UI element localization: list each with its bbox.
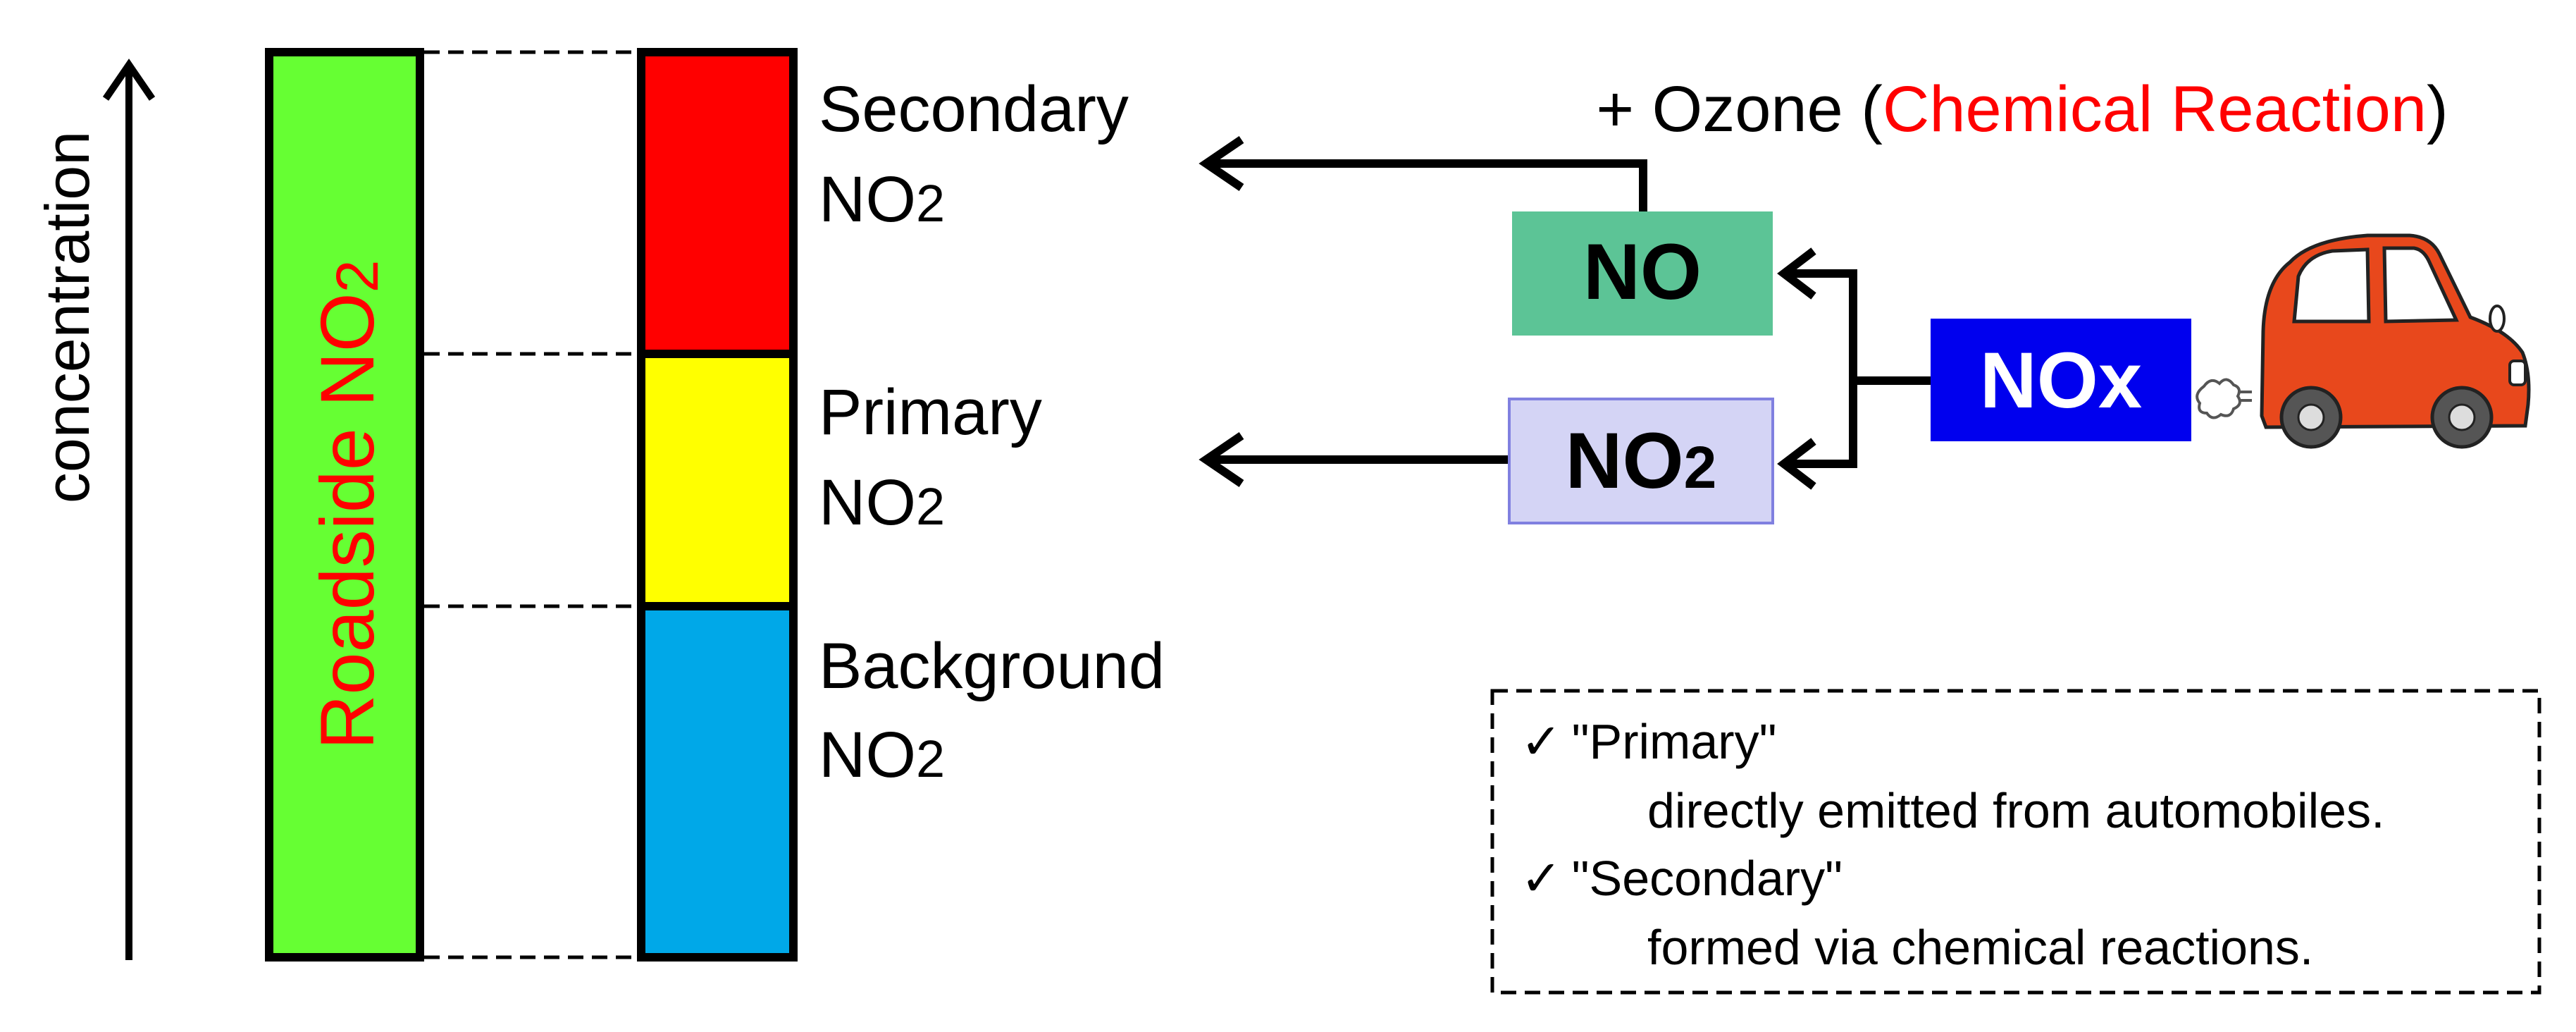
roadside-no2-bar: Roadside NO2 — [265, 48, 424, 962]
axis-label: concentration — [32, 131, 102, 503]
legend-item-secondary-definition: formed via chemical reactions. — [1647, 920, 2313, 975]
box-nox-label: NOx — [1980, 336, 2142, 424]
box-no-label: NO — [1583, 228, 1702, 316]
roadside-label-main: Roadside NO — [304, 293, 390, 749]
arrow-no-to-secondary — [1206, 159, 1647, 211]
roadside-bar-rect — [265, 48, 424, 962]
reaction-prefix: + Ozone ( — [1596, 73, 1883, 145]
car-wheel-front — [2430, 386, 2494, 449]
segment-primary — [637, 350, 798, 610]
reaction-label: + Ozone (Chemical Reaction) — [1596, 73, 2448, 145]
dashed-connectors — [424, 50, 638, 959]
primary-label-line1: Primary — [819, 376, 1042, 448]
legend-frame — [1490, 689, 2541, 995]
secondary-label-line2: NO2 — [819, 164, 945, 235]
exhaust-puff-icon — [2196, 378, 2252, 419]
box-no: NO — [1512, 211, 1773, 336]
box-no2-label: NO2 — [1566, 417, 1717, 505]
legend-item-primary-definition: directly emitted from automobiles. — [1647, 783, 2385, 838]
reaction-suffix: ) — [2427, 73, 2448, 145]
legend-item-secondary-term: ✓"Secondary" — [1521, 851, 1843, 906]
car-icon — [2260, 233, 2531, 449]
legend-item-primary-term: ✓"Primary" — [1521, 714, 1776, 769]
reaction-highlight: Chemical Reaction — [1883, 73, 2427, 145]
roadside-label-sub: 2 — [324, 259, 390, 293]
car-wheel-rear — [2279, 386, 2343, 449]
definitions-legend: ✓"Primary" directly emitted from automob… — [1490, 689, 2541, 995]
arrow-no2-to-primary-head — [1199, 432, 1244, 487]
box-no2: NO2 — [1508, 398, 1774, 524]
background-label-line2: NO2 — [819, 719, 945, 791]
background-label-line1: Background — [819, 630, 1165, 702]
arrow-splitter-head-no — [1777, 247, 1816, 300]
roadside-bar-label: Roadside NO2 — [304, 259, 390, 749]
box-nox: NOx — [1931, 319, 2191, 441]
arrow-splitter-head-no2 — [1777, 438, 1816, 490]
primary-label-line2: NO2 — [819, 467, 945, 539]
segment-labels: Secondary NO2 Primary NO2 Background NO2 — [819, 73, 1165, 791]
arrow-splitter — [1784, 269, 1857, 468]
segment-secondary — [637, 48, 798, 358]
flow-arrows — [1199, 136, 1931, 490]
segment-background — [637, 602, 798, 962]
secondary-label-line1: Secondary — [819, 73, 1129, 145]
arrow-no-to-secondary-head — [1199, 136, 1244, 191]
concentration-axis: concentration — [32, 59, 156, 960]
no2-breakdown-stack — [637, 48, 798, 962]
